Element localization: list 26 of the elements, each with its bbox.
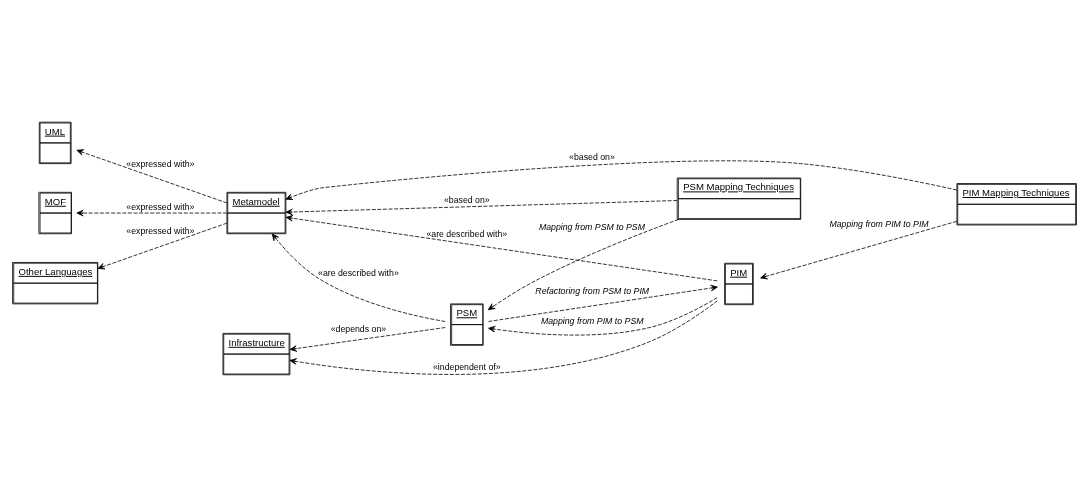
edge-label: Mapping from PIM to PSM <box>540 315 644 326</box>
arrow <box>289 299 718 375</box>
arrow <box>271 233 446 322</box>
arrow <box>488 284 718 322</box>
arrow <box>285 159 958 200</box>
edge-label: Mapping from PIM to PIM <box>829 218 929 229</box>
edge-label: «based on» <box>569 151 615 162</box>
arrow <box>487 218 679 310</box>
arrow <box>76 148 228 203</box>
arrow <box>285 214 718 281</box>
arrow <box>289 326 446 352</box>
edge-label: «independent of» <box>432 361 501 372</box>
edge-label: Mapping from PSM to PSM <box>538 221 645 232</box>
arrow <box>488 296 718 335</box>
arrow <box>285 199 678 215</box>
edge-label: Refactoring from PSM to PIM <box>535 285 650 296</box>
edge-label: «depends on» <box>330 323 387 334</box>
arrow <box>760 220 958 279</box>
edge-label: «expressed with» <box>126 201 195 212</box>
edge-label: «are described with» <box>318 267 399 278</box>
arrow <box>97 222 228 269</box>
edge-label: «based on» <box>443 194 490 205</box>
arrow <box>76 209 228 216</box>
edge-label: «expressed with» <box>126 225 195 236</box>
edge-label: «expressed with» <box>126 158 195 169</box>
edge-label: «are described with» <box>426 228 508 239</box>
